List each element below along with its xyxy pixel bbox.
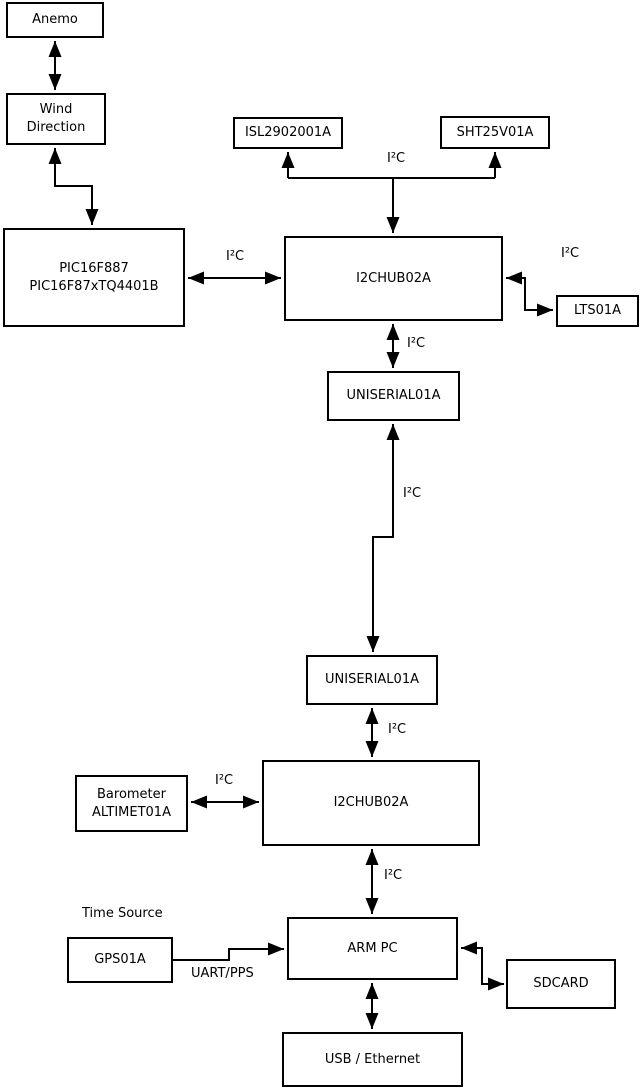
block-i2chub02a-top: I2CHUB02A — [284, 236, 503, 321]
edge-armpc-sdcard — [461, 941, 504, 991]
label-i2c-uniserial2-hub2: I²C — [388, 722, 407, 737]
block-sht25v01a: SHT25V01A — [440, 116, 550, 149]
label-i2c-pic-hub1: I²C — [226, 249, 245, 264]
block-isl2902001a: ISL2902001A — [233, 117, 343, 149]
edge-uniserial1-uniserial2 — [366, 424, 400, 652]
block-anemo: Anemo — [6, 2, 104, 38]
label-i2c-hub1-uniserial1: I²C — [407, 336, 426, 351]
label-i2c-hub2-armpc: I²C — [384, 868, 403, 883]
edge-wind-pic — [48, 148, 99, 225]
block-i2chub02a-bottom: I2CHUB02A — [262, 760, 480, 846]
block-usb-ethernet: USB / Ethernet — [282, 1032, 463, 1087]
block-sdcard: SDCARD — [506, 959, 616, 1009]
block-uniserial01a-bottom: UNISERIAL01A — [306, 655, 438, 705]
block-arm-pc: ARM PC — [287, 917, 458, 980]
block-lts01a: LTS01A — [556, 295, 639, 327]
label-uart-pps: UART/PPS — [191, 966, 254, 981]
block-uniserial01a-top: UNISERIAL01A — [327, 371, 460, 421]
block-gps01a: GPS01A — [67, 937, 173, 983]
edge-hub1-lts — [506, 271, 553, 317]
label-i2c-barometer-hub2: I²C — [215, 773, 234, 788]
block-pic: PIC16F887 PIC16F87xTQ4401B — [3, 228, 185, 327]
edge-gps-armpc — [173, 942, 284, 961]
block-barometer-altimet01a: Barometer ALTIMET01A — [75, 775, 188, 832]
block-wind-direction: Wind Direction — [6, 93, 106, 145]
label-time-source: Time Source — [82, 906, 163, 921]
label-i2c-long-link: I²C — [403, 486, 422, 501]
label-i2c-hub1-lts: I²C — [561, 246, 580, 261]
label-i2c-top-branch: I²C — [387, 151, 406, 166]
